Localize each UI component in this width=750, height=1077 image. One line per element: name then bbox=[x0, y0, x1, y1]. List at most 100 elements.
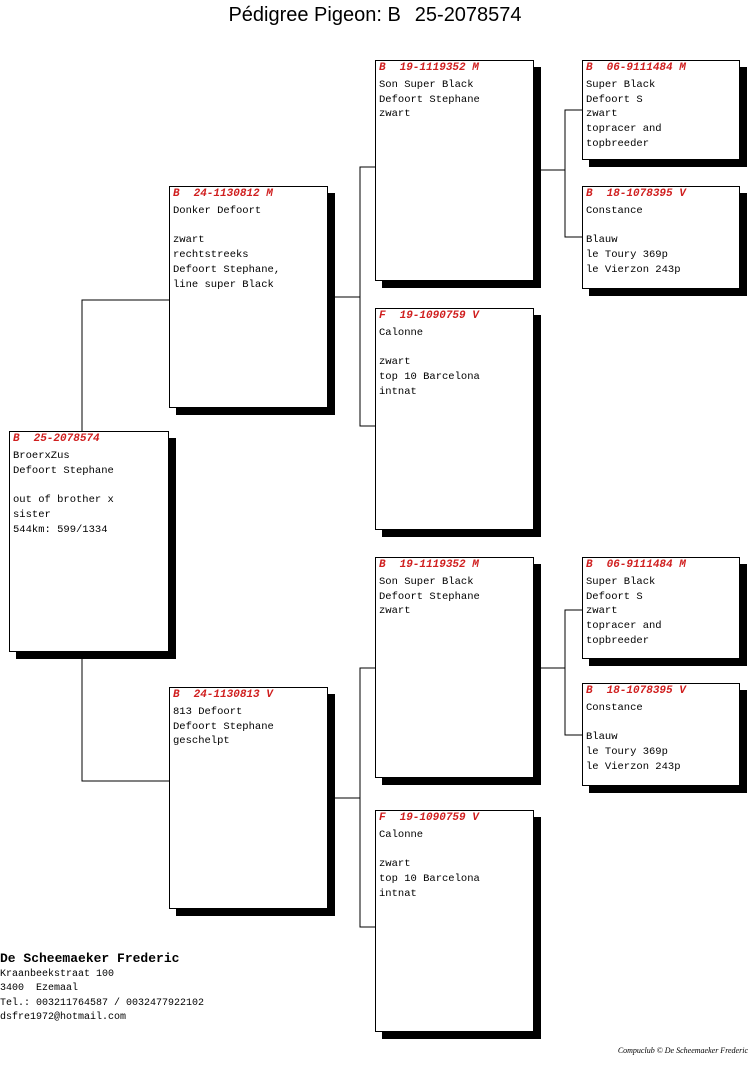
pigeon-header: B 06-9111484 M bbox=[583, 61, 739, 75]
pigeon-info-line: geschelpt bbox=[173, 735, 230, 748]
pigeon-info-line: Constance bbox=[586, 702, 643, 714]
pigeon-info-line bbox=[379, 341, 530, 356]
pigeon-info-line: intnat bbox=[379, 887, 417, 900]
pigeon-info-line: Defoort Stephane bbox=[379, 590, 480, 603]
pigeon-info-line: Blauw bbox=[586, 731, 618, 744]
connector-mother-bracket bbox=[359, 667, 375, 928]
ring-number: 25-2078574 bbox=[33, 433, 100, 445]
pigeon-info-line: zwart bbox=[586, 108, 618, 121]
connector-mf-bracket bbox=[564, 609, 582, 736]
ring-number: 06-9111484 M bbox=[606, 559, 686, 571]
breeder-name: De Scheemaeker Frederic bbox=[0, 951, 180, 966]
pigeon-header: B 19-1119352 M bbox=[376, 61, 533, 75]
connector-subject-father bbox=[81, 299, 169, 431]
pigeon-info-line: rechtstreeks bbox=[173, 249, 249, 262]
pigeon-info-line bbox=[173, 219, 324, 234]
pigeon-info-line: zwart bbox=[586, 605, 618, 618]
pigeon-info-line bbox=[13, 478, 165, 493]
pigeon-info-line: zwart bbox=[379, 356, 411, 369]
pigeon-info-line: 544km: 599/1334 bbox=[13, 523, 108, 536]
pigeon-info-line: Defoort Stephane bbox=[379, 93, 480, 106]
pigeon-info-line: top 10 Barcelona bbox=[379, 873, 480, 886]
pigeon-info-line: Son Super Black bbox=[379, 576, 474, 588]
pigeon-header: B 19-1119352 M bbox=[376, 558, 533, 572]
footer-credit: Compuclub © De Scheemaeker Frederic bbox=[617, 1046, 748, 1055]
pigeon-info-line: zwart bbox=[379, 108, 411, 121]
pigeon-header: F 19-1090759 V bbox=[376, 811, 533, 825]
pigeon-info-line: Son Super Black bbox=[379, 79, 474, 91]
ring-number: 18-1078395 V bbox=[606, 188, 686, 200]
pigeon-card-mother-mother[interactable]: F 19-1090759 V Calonne zwart top 10 Barcel… bbox=[375, 810, 534, 1032]
pigeon-header: B 24-1130812 M bbox=[170, 187, 327, 201]
country-code: F bbox=[379, 812, 386, 824]
country-code: F bbox=[379, 310, 386, 322]
pigeon-info-line: Defoort Stephane, bbox=[173, 263, 281, 276]
pigeon-info-line: topbreeder bbox=[586, 634, 650, 647]
pigeon-info-line: out of brother x bbox=[13, 494, 114, 507]
breeder-email[interactable]: dsfre1972@hotmail.com bbox=[0, 1012, 127, 1024]
pigeon-header: B 24-1130813 V bbox=[170, 688, 327, 702]
pigeon-info-line: intnat bbox=[379, 385, 417, 398]
country-code: B bbox=[13, 433, 20, 445]
pigeon-info-line: zwart bbox=[379, 858, 411, 871]
country-code: B bbox=[173, 188, 180, 200]
breeder-phone: Tel.: 003211764587 / 0032477922102 bbox=[0, 997, 205, 1009]
pigeon-info-line: BroerxZus bbox=[13, 450, 70, 462]
pigeon-header: F 19-1090759 V bbox=[376, 309, 533, 323]
pigeon-info-line: Defoort S bbox=[586, 93, 643, 106]
pigeon-info-line: le Toury 369p bbox=[586, 746, 668, 759]
pigeon-info-line bbox=[379, 843, 530, 858]
ring-number: 24-1130813 V bbox=[193, 689, 273, 701]
connector-subject-mother bbox=[81, 652, 169, 782]
pigeon-info-line: Super Black bbox=[586, 576, 656, 588]
pigeon-info-line: le Vierzon 243p bbox=[586, 760, 681, 773]
pigeon-info-line: le Toury 369p bbox=[586, 249, 668, 262]
pigeon-info-line: Defoort S bbox=[586, 590, 643, 603]
country-code: B bbox=[586, 685, 593, 697]
pigeon-info-line bbox=[586, 716, 736, 731]
pigeon-info-line bbox=[586, 219, 736, 234]
pigeon-info-line: 813 Defoort bbox=[173, 706, 243, 718]
pigeon-info-line: Defoort Stephane bbox=[13, 464, 114, 477]
ring-number: 24-1130812 M bbox=[193, 188, 273, 200]
pigeon-info-line: Blauw bbox=[586, 234, 618, 247]
ring-number: 19-1090759 V bbox=[399, 310, 479, 322]
pigeon-info-line: zwart bbox=[379, 605, 411, 618]
pigeon-info-line: line super Black bbox=[173, 278, 274, 291]
pigeon-header: B 06-9111484 M bbox=[583, 558, 739, 572]
pigeon-info-line: Donker Defoort bbox=[173, 205, 262, 217]
connector-father-bracket bbox=[359, 166, 375, 427]
pigeon-info-line: topbreeder bbox=[586, 137, 650, 150]
page-title-text: Pédigree Pigeon: B bbox=[228, 4, 401, 26]
pigeon-info-line: sister bbox=[13, 508, 51, 521]
country-code: B bbox=[586, 188, 593, 200]
country-code: B bbox=[379, 62, 386, 74]
pigeon-info-line: topracer and bbox=[586, 123, 662, 136]
pigeon-info-line: Calonne bbox=[379, 829, 424, 841]
breeder-address: Kraanbeekstraat 100 bbox=[0, 969, 115, 980]
pigeon-info-line: Constance bbox=[586, 205, 643, 217]
ring-number: 19-1119352 M bbox=[399, 559, 479, 571]
pigeon-info-line: Calonne bbox=[379, 327, 424, 339]
ring-number: 19-1119352 M bbox=[399, 62, 479, 74]
